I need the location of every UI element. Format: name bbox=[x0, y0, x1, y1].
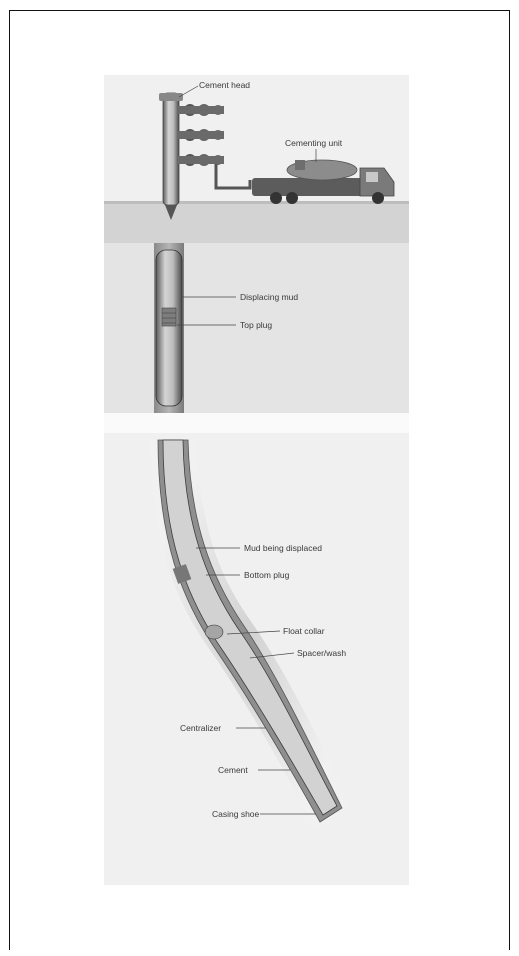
label-cementing-unit: Cementing unit bbox=[285, 138, 343, 148]
label-cement-head: Cement head bbox=[199, 80, 250, 90]
diagram-background bbox=[104, 75, 409, 885]
casing-upper-section bbox=[154, 243, 184, 413]
section-gap bbox=[104, 413, 409, 433]
label-cement: Cement bbox=[218, 765, 248, 775]
ground-band bbox=[104, 203, 409, 243]
label-top-plug: Top plug bbox=[240, 320, 272, 330]
ground-surface bbox=[104, 201, 409, 204]
label-casing-shoe: Casing shoe bbox=[212, 809, 260, 819]
label-bottom-plug: Bottom plug bbox=[244, 570, 290, 580]
label-float-collar: Float collar bbox=[283, 626, 325, 636]
label-spacer-wash: Spacer/wash bbox=[297, 648, 346, 658]
label-centralizer: Centralizer bbox=[180, 723, 221, 733]
label-displacing-mud: Displacing mud bbox=[240, 292, 298, 302]
label-mud-being-displaced: Mud being displaced bbox=[244, 543, 322, 553]
